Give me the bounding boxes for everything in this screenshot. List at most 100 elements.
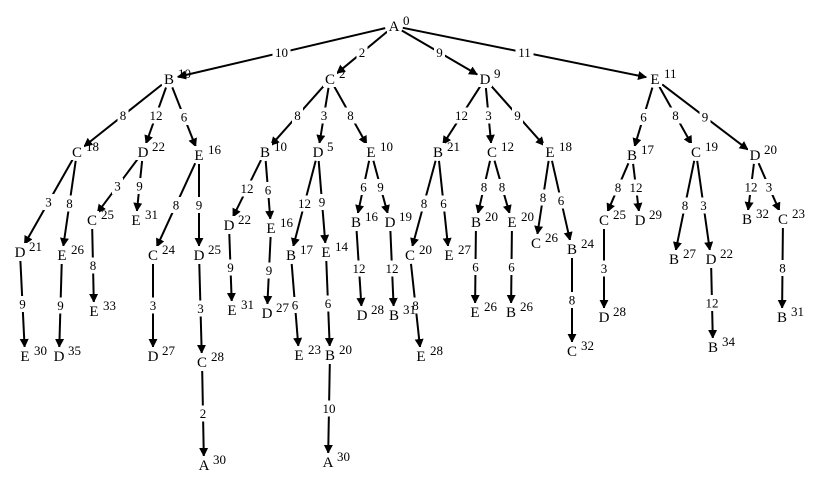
edge-label-background (410, 297, 421, 314)
node-cost-label: 24 (162, 242, 176, 257)
edge-weight-label: 3 (114, 179, 121, 194)
node-city-label: D (357, 308, 368, 324)
node-cost-label: 21 (29, 239, 42, 254)
edge-label-background (272, 44, 291, 61)
edge-label-background (512, 107, 523, 124)
node-cost-label: 27 (162, 343, 176, 358)
edge-weight-label: 9 (57, 298, 64, 313)
node-label-background (689, 143, 703, 160)
node-label-background (192, 146, 206, 163)
edge-weight-label: 9 (702, 110, 709, 125)
node-cost-label: 9 (494, 66, 501, 81)
node-city-label: D (750, 148, 761, 164)
node-cost-label: 29 (649, 207, 662, 222)
node-label-background (146, 246, 160, 263)
edge-label-background (43, 194, 54, 210)
node-label-background (87, 302, 101, 319)
edge-weight-label: 3 (150, 298, 157, 313)
node-label-background (625, 146, 639, 163)
node-cost-label: 31 (791, 304, 804, 319)
node-city-label: D (385, 215, 396, 231)
node-label-background (469, 213, 483, 230)
edge-label-background (763, 179, 775, 195)
edge-weight-label: 3 (766, 180, 773, 195)
node-label-background (485, 143, 499, 160)
node-label-background (195, 353, 209, 370)
edge-weight-label: 3 (45, 195, 52, 210)
node-label-background (387, 306, 401, 323)
node-city-label: D (224, 218, 235, 234)
edge-weight-label: 8 (294, 108, 301, 123)
node-city-label: E (20, 349, 29, 365)
edge-weight-label: 12 (353, 261, 366, 276)
edge-weight-label: 8 (90, 258, 97, 273)
node-label-background (403, 246, 417, 263)
node-label-background (55, 246, 69, 263)
edge-weight-label: 9 (436, 45, 443, 60)
node-city-label: C (778, 212, 788, 228)
node-city-label: B (669, 252, 679, 268)
node-city-label: E (321, 245, 330, 261)
node-cost-label: 30 (213, 452, 226, 467)
node-label-background (667, 250, 681, 267)
node-cost-label: 32 (756, 206, 769, 221)
edge-weight-label: 8 (173, 198, 180, 213)
node-cost-label: 26 (71, 242, 85, 257)
edge-weight-label: 10 (323, 401, 336, 416)
node-city-label: E (444, 248, 453, 264)
edge-weight-label: 8 (682, 198, 689, 213)
edge-label-background (537, 189, 549, 206)
edge-label-background (170, 197, 182, 213)
node-cost-label: 25 (101, 207, 114, 222)
node-cost-label: 28 (371, 302, 384, 317)
node-label-background (52, 347, 66, 364)
edge-weight-label: 6 (558, 193, 565, 208)
edge-label-background (262, 182, 274, 198)
node-cost-label: 27 (683, 246, 697, 261)
edge-label-background (496, 179, 508, 195)
node-city-label: C (567, 344, 577, 360)
node-label-background (704, 250, 718, 267)
node-label-background (162, 70, 176, 87)
node-label-background (740, 210, 754, 227)
node-label-background (504, 303, 518, 320)
node-city-label: B (708, 340, 718, 356)
edge-weight-label: 9 (514, 108, 521, 123)
edge-weight-label: 12 (455, 108, 468, 123)
node-label-background (70, 143, 84, 160)
tree-node: B 27 (667, 246, 697, 268)
edge-label-background (322, 295, 334, 312)
node-city-label: E (545, 145, 554, 161)
node-cost-label: 28 (430, 343, 443, 358)
node-city-label: B (471, 215, 481, 231)
edge-weight-label: 10 (275, 45, 288, 60)
edge-weight-label: 6 (640, 110, 647, 125)
node-label-background (597, 308, 611, 325)
node-city-label: C (87, 213, 97, 229)
edge-label-background (356, 44, 368, 61)
edge-weight-label: 8 (672, 108, 679, 123)
node-cost-label: 10 (178, 66, 191, 81)
node-label-background (321, 453, 335, 470)
edge-label-background (506, 259, 517, 275)
edge-label-background (134, 178, 145, 194)
edge-label-background (566, 292, 578, 308)
